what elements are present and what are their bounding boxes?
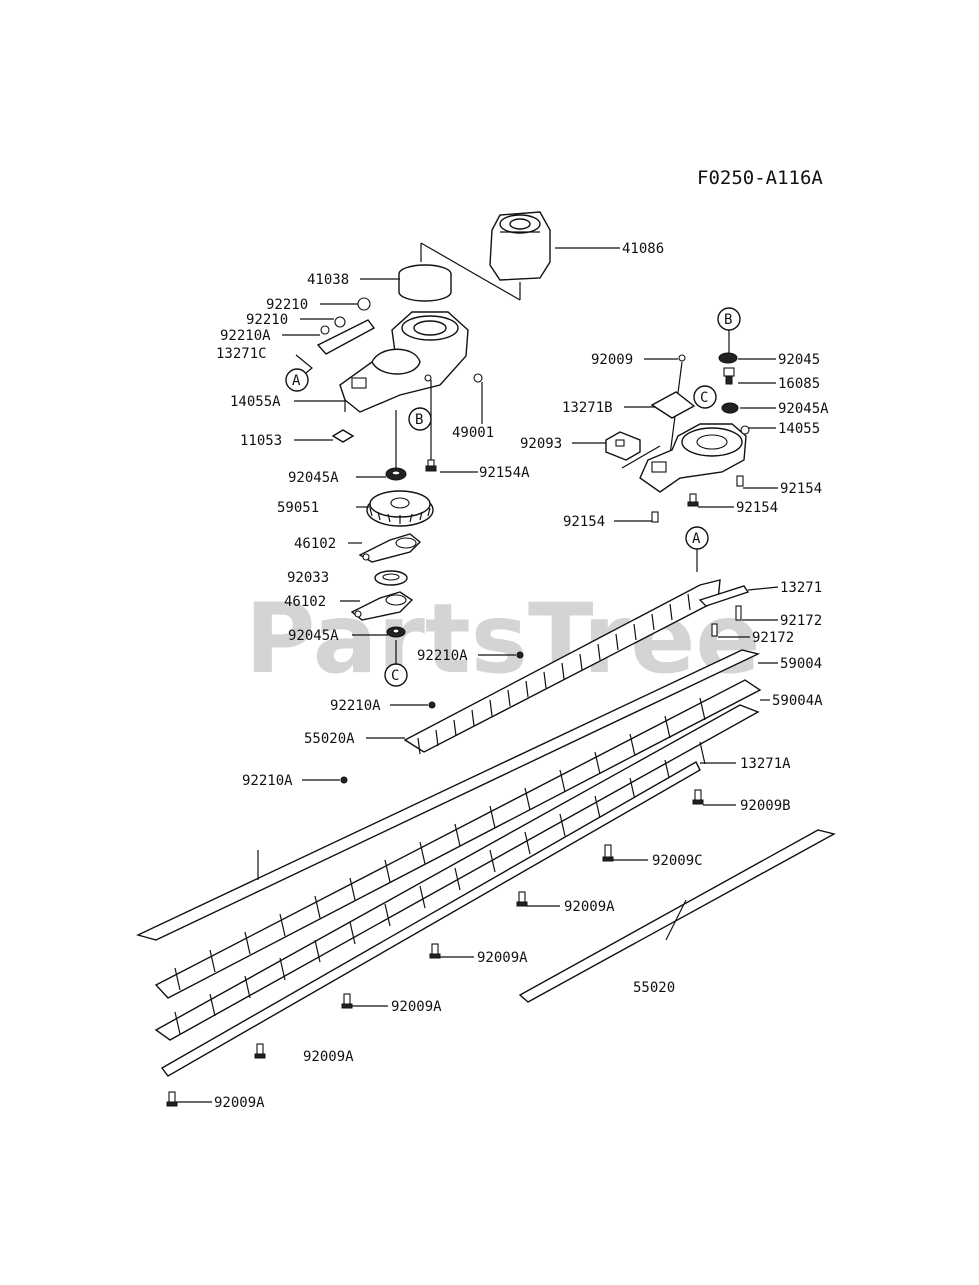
part-92033-drawing [374, 570, 408, 586]
upper-blade-teeth [417, 593, 691, 755]
part-41086-drawing [420, 211, 551, 301]
part-92154-bolts-drawing [651, 475, 744, 523]
part-59004A-blade-drawing [154, 704, 760, 1041]
label-92045A: 92045A [778, 401, 829, 417]
label-92210A: 92210A [417, 648, 468, 664]
label-13271A: 13271A [740, 756, 791, 772]
part-92045A-right-drawing [721, 402, 739, 414]
label-92154: 92154 [780, 481, 822, 497]
label-92172: 92172 [752, 630, 794, 646]
svg-text:C: C [391, 668, 399, 684]
label-92154: 92154 [563, 514, 605, 530]
part-59051-drawing [366, 490, 434, 527]
label-49001: 49001 [452, 425, 494, 441]
label-92210: 92210 [246, 312, 288, 328]
label-46102: 46102 [294, 536, 336, 552]
part-labels: 41086 41038 92210 92210 92210A 13271C 14… [214, 241, 829, 1111]
label-92045A: 92045A [288, 628, 339, 644]
part-11053-drawing [331, 429, 355, 443]
part-13271-drawing [698, 585, 750, 607]
part-55020-drawing [518, 829, 836, 1003]
label-41038: 41038 [307, 272, 349, 288]
blade-bolts [166, 605, 742, 1107]
label-92154: 92154 [736, 500, 778, 516]
long-bar-drawing [135, 649, 761, 941]
callout-B-left: B [408, 407, 432, 431]
label-92210A: 92210A [242, 773, 293, 789]
left-gearbox-assembly [295, 211, 551, 664]
part-92009-drawing [678, 354, 686, 362]
label-92033: 92033 [287, 570, 329, 586]
label-59004A: 59004A [772, 693, 823, 709]
callout-A-right: A [685, 526, 709, 572]
svg-text:A: A [292, 373, 301, 389]
blade-59004-teeth [174, 697, 706, 991]
svg-text:C: C [700, 390, 708, 406]
part-92093-drawing [605, 431, 661, 469]
label-92009B: 92009B [740, 798, 791, 814]
part-14055-drawing [639, 423, 750, 493]
label-92009: 92009 [591, 352, 633, 368]
part-46102-upper-drawing [358, 533, 422, 563]
label-13271: 13271 [780, 580, 822, 596]
part-16085-drawing [723, 367, 735, 385]
label-92009A: 92009A [214, 1095, 265, 1111]
label-92009A: 92009A [564, 899, 615, 915]
blade-59004A-teeth [174, 741, 706, 1035]
label-14055: 14055 [778, 421, 820, 437]
label-55020A: 55020A [304, 731, 355, 747]
part-92154A-drawing [425, 459, 437, 472]
label-92093: 92093 [520, 436, 562, 452]
label-92172: 92172 [780, 613, 822, 629]
blade-assembly [135, 579, 836, 1077]
right-gearbox-assembly [605, 330, 750, 523]
label-92009A: 92009A [391, 999, 442, 1015]
diagram-code: F0250-A116A [697, 167, 823, 189]
label-46102: 46102 [284, 594, 326, 610]
label-92045A: 92045A [288, 470, 339, 486]
part-14055A-drawing [339, 311, 469, 462]
label-92009A: 92009A [477, 950, 528, 966]
label-13271C: 13271C [216, 346, 267, 362]
svg-text:A: A [692, 531, 701, 547]
callout-B-right: B [717, 307, 741, 331]
label-11053: 11053 [240, 433, 282, 449]
svg-text:B: B [724, 312, 732, 328]
callout-A-left: A [285, 368, 309, 392]
label-59004: 59004 [780, 656, 822, 672]
label-92154A: 92154A [479, 465, 530, 481]
label-92210A: 92210A [220, 328, 271, 344]
label-55020: 55020 [633, 980, 675, 996]
part-92045-drawing [718, 352, 738, 364]
label-92009C: 92009C [652, 853, 703, 869]
callout-C-right: C [693, 385, 717, 409]
part-49001-drawing [473, 373, 483, 383]
callout-C-left: C [384, 663, 408, 687]
label-16085: 16085 [778, 376, 820, 392]
part-46102-lower-drawing [350, 591, 414, 621]
label-92009A: 92009A [303, 1049, 354, 1065]
svg-text:B: B [415, 412, 423, 428]
part-13271B-drawing [650, 391, 696, 419]
part-92045A-lower-drawing [386, 626, 406, 664]
label-92045: 92045 [778, 352, 820, 368]
label-92210A: 92210A [330, 698, 381, 714]
label-14055A: 14055A [230, 394, 281, 410]
label-59051: 59051 [277, 500, 319, 516]
part-13271A-bar-drawing [160, 761, 701, 1077]
label-13271B: 13271B [562, 400, 613, 416]
part-41038-drawing [398, 243, 452, 302]
part-92045A-drawing [385, 410, 407, 481]
label-41086: 41086 [622, 241, 664, 257]
leader-lines [176, 247, 779, 1103]
label-92210: 92210 [266, 297, 308, 313]
